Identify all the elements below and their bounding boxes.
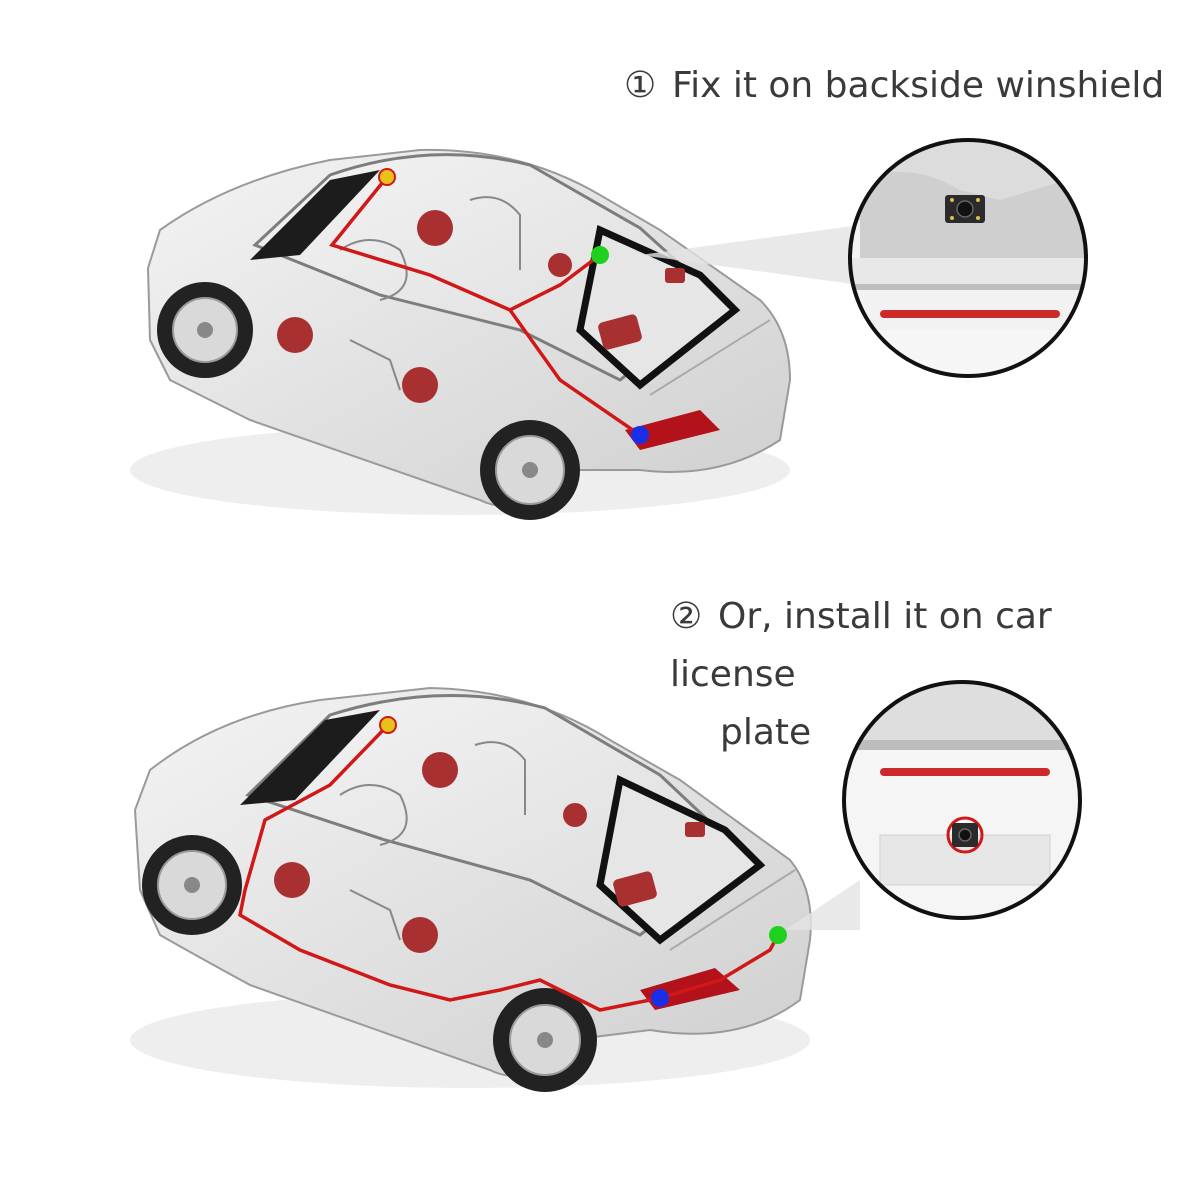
scene-license-plate-mount [130, 680, 1082, 1092]
magnifier-callout-1 [848, 138, 1088, 378]
step-1-number: ① [624, 65, 657, 106]
camera-icon [946, 816, 984, 854]
marker-tail [631, 426, 649, 444]
rear-wheel [493, 988, 597, 1092]
step-2-text-line2: plate [720, 712, 812, 753]
marker-tail [651, 989, 669, 1007]
step-1-text: Fix it on backside winshield [672, 65, 1165, 106]
marker-dvr [378, 168, 396, 186]
cable-route-1 [329, 175, 641, 437]
interior-parts [274, 752, 705, 953]
car-illustration-2 [130, 686, 812, 1092]
front-wheel [142, 835, 242, 935]
interior-parts [277, 210, 685, 403]
car-illustration-1 [130, 148, 792, 520]
marker-dvr [379, 716, 397, 734]
cable-route-2 [238, 723, 780, 1012]
rear-wheel [480, 420, 580, 520]
scene-windshield-mount [130, 138, 1088, 520]
step-2-text-line1: Or, install it on car license [670, 596, 1052, 695]
magnifier-callout-2 [842, 680, 1082, 920]
camera-icon [945, 195, 985, 223]
step-1-caption: ① Fix it on backside winshield [624, 57, 1164, 115]
step-2-number: ② [670, 596, 703, 637]
marker-camera [769, 926, 787, 944]
marker-camera [591, 246, 609, 264]
front-wheel [157, 282, 253, 378]
